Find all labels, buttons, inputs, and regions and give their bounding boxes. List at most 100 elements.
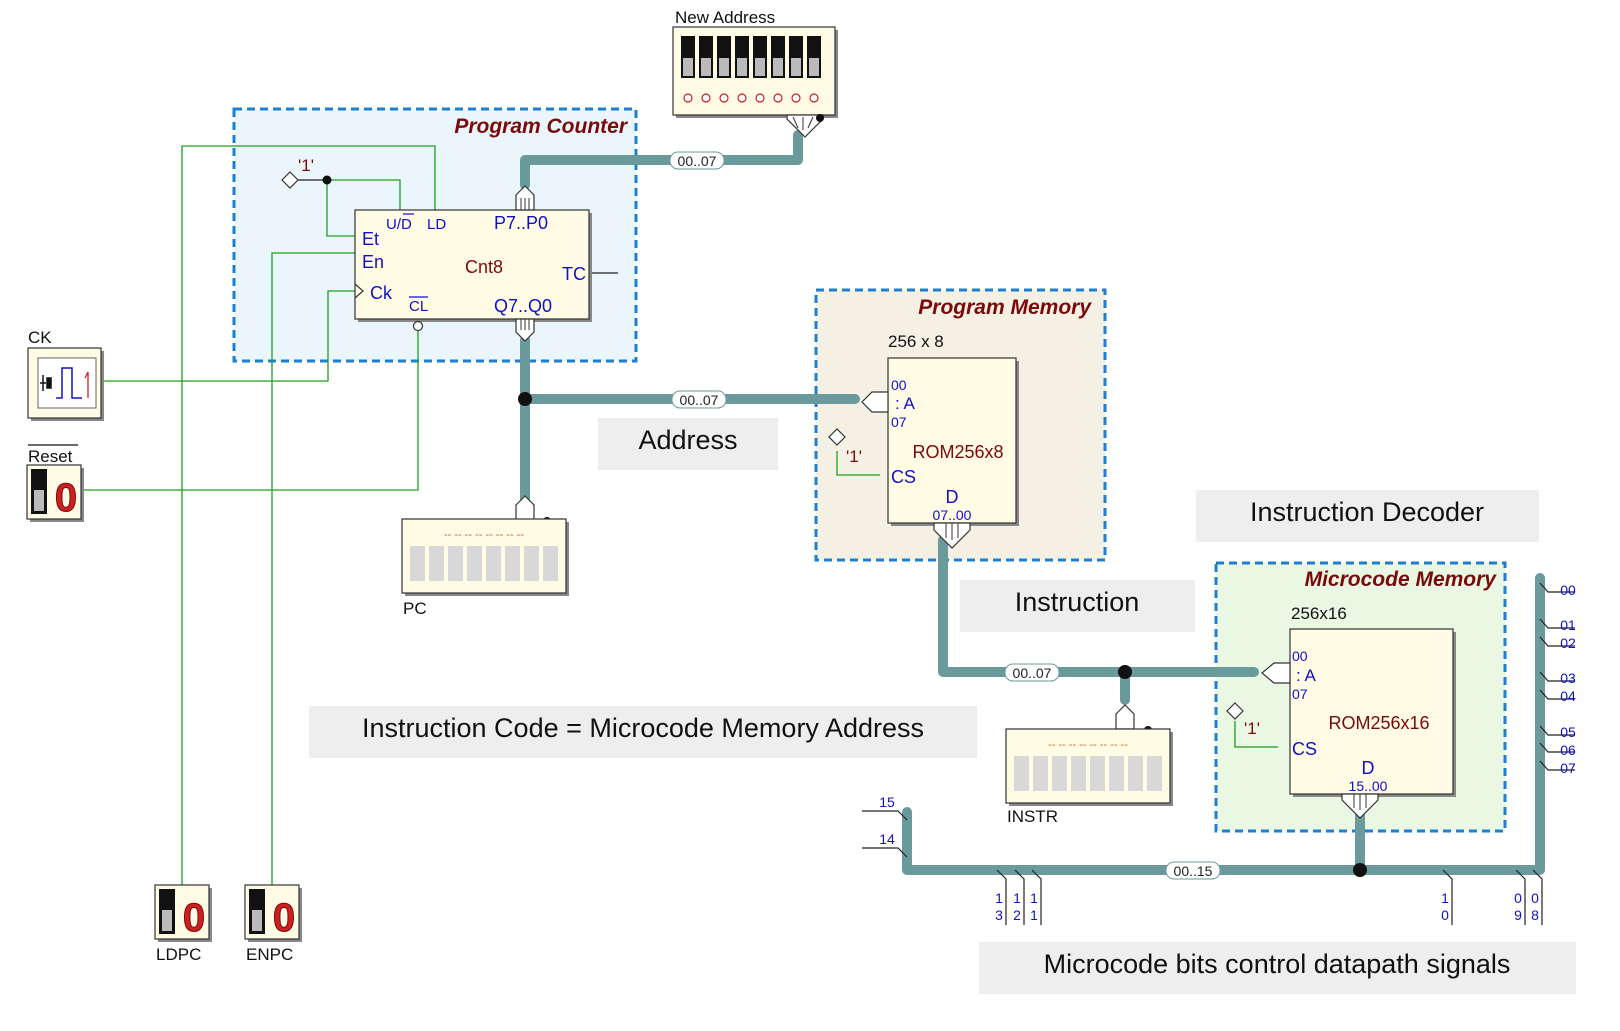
reset-wire[interactable] bbox=[84, 330, 419, 491]
new-address-label: New Address bbox=[675, 8, 775, 27]
new-address-connector bbox=[786, 114, 824, 138]
rom1-cs: CS bbox=[891, 467, 916, 487]
reset-label: Reset bbox=[28, 447, 73, 466]
enpc-label: ENPC bbox=[246, 945, 293, 964]
rom1-const-diamond bbox=[828, 428, 846, 446]
tap-11-digit-b: 1 bbox=[1030, 907, 1038, 923]
rom2-cs: CS bbox=[1292, 739, 1317, 759]
dip-switch-levers[interactable] bbox=[681, 36, 821, 78]
instruction-code-caption: Instruction Code = Microcode Memory Addr… bbox=[362, 713, 924, 743]
const-one-diamond bbox=[281, 171, 299, 189]
rom1-name: ROM256x8 bbox=[912, 442, 1003, 462]
counter-cnt8[interactable] bbox=[354, 209, 590, 320]
counter-pin-q: Q7..Q0 bbox=[494, 296, 552, 316]
tap-label-04: 04 bbox=[1560, 688, 1576, 704]
tap-label-14: 14 bbox=[879, 831, 895, 847]
rom1-d: D bbox=[946, 487, 959, 507]
tap-label-07: 07 bbox=[1560, 760, 1576, 776]
ud-wire[interactable] bbox=[327, 179, 401, 210]
counter-pin-ck: Ck bbox=[370, 283, 393, 303]
instruction-bus-label: 00..07 bbox=[1013, 665, 1052, 681]
bus-labels: 00..07 00..07 00..07 00..15 bbox=[669, 151, 1221, 880]
right-tap-stubs bbox=[1539, 582, 1575, 771]
rom2-a-mid: : A bbox=[1296, 666, 1317, 685]
square-wave-icon bbox=[56, 367, 82, 399]
reset-value: 0 bbox=[55, 476, 77, 520]
right-tap-labels: 00 01 02 03 04 05 06 07 bbox=[1560, 582, 1576, 776]
rom1-cs-wire bbox=[836, 451, 880, 476]
rom1-a-bot: 07 bbox=[891, 414, 907, 430]
crystal-icon bbox=[40, 375, 52, 391]
const-one-junction bbox=[322, 175, 332, 185]
tap-13-digit-a: 1 bbox=[995, 890, 1003, 906]
address-bus-label: 00..07 bbox=[680, 392, 719, 408]
control-wires bbox=[84, 145, 436, 885]
tap-label-01: 01 bbox=[1560, 617, 1576, 633]
counter-pin-en: En bbox=[362, 252, 384, 272]
tap-08-digit-a: 0 bbox=[1531, 890, 1539, 906]
rom2-size: 256x16 bbox=[1291, 604, 1347, 623]
tap-09-digit-b: 9 bbox=[1514, 907, 1522, 923]
rom2-cs-wire bbox=[1234, 721, 1278, 748]
tap-label-15: 15 bbox=[879, 794, 895, 810]
rom2-address-connector bbox=[1261, 662, 1291, 684]
instruction-caption: Instruction bbox=[1015, 587, 1140, 617]
tap-08-digit-b: 8 bbox=[1531, 907, 1539, 923]
tap-12-digit-a: 1 bbox=[1013, 890, 1021, 906]
en-wire[interactable] bbox=[271, 252, 357, 885]
counter-pin-tc: TC bbox=[562, 264, 586, 284]
left-tap-stubs bbox=[862, 810, 908, 858]
tap-13-digit-b: 3 bbox=[995, 907, 1003, 923]
counter-name: Cnt8 bbox=[465, 257, 503, 277]
new-address-bus-label: 00..07 bbox=[678, 153, 717, 169]
const-one-label: '1' bbox=[298, 156, 314, 175]
rom256x8[interactable] bbox=[887, 357, 1017, 524]
instruction-bus[interactable] bbox=[938, 535, 1259, 677]
tap-label-05: 05 bbox=[1560, 724, 1576, 740]
microcode-bus[interactable] bbox=[902, 573, 1545, 875]
address-junction bbox=[518, 392, 532, 406]
program-counter-title: Program Counter bbox=[454, 115, 629, 138]
microcode-bits-caption: Microcode bits control datapath signals bbox=[1044, 949, 1511, 979]
new-address-bus[interactable] bbox=[520, 130, 803, 190]
instruction-caption-box bbox=[960, 580, 1195, 632]
microcode-bits-caption-box bbox=[979, 942, 1576, 994]
ck-wire[interactable] bbox=[103, 290, 357, 382]
ld-wire[interactable] bbox=[181, 145, 436, 885]
tap-label-03: 03 bbox=[1560, 670, 1576, 686]
rising-edge-icon bbox=[84, 371, 89, 398]
pc-label: PC bbox=[403, 599, 427, 618]
tap-11-digit-a: 1 bbox=[1030, 890, 1038, 906]
new-address-pin-dot bbox=[816, 114, 824, 122]
rom2-a-top: 00 bbox=[1292, 648, 1308, 664]
ldpc-label: LDPC bbox=[156, 945, 201, 964]
bottom-tap-labels: 1 3 1 2 1 1 1 0 0 9 0 8 bbox=[995, 890, 1539, 923]
rom256x16[interactable] bbox=[1289, 628, 1454, 795]
program-memory-title: Program Memory bbox=[918, 296, 1092, 319]
ldpc-value: 0 bbox=[183, 896, 205, 940]
microcode-junction bbox=[1353, 863, 1367, 877]
rom2-name: ROM256x16 bbox=[1328, 713, 1429, 733]
enpc-value: 0 bbox=[273, 896, 295, 940]
instruction-decoder-caption: Instruction Decoder bbox=[1250, 497, 1484, 527]
pc-display-dashes: -- -- -- -- -- -- -- -- bbox=[444, 529, 524, 541]
tap-label-00: 00 bbox=[1560, 582, 1576, 598]
counter-pin-ld: LD bbox=[427, 216, 446, 233]
instruction-decoder-caption-box bbox=[1196, 490, 1539, 542]
instr-display-dashes: -- -- -- -- -- -- -- -- bbox=[1048, 739, 1128, 751]
instr-display-segments bbox=[1014, 756, 1162, 791]
counter-pin-et: Et bbox=[362, 229, 379, 249]
tap-10-digit-a: 1 bbox=[1441, 890, 1449, 906]
rom1-address-connector bbox=[861, 391, 889, 413]
cl-inversion-bubble bbox=[412, 320, 424, 332]
rom2-const-label: '1' bbox=[1244, 719, 1260, 738]
rom1-d-range: 07..00 bbox=[933, 507, 972, 523]
tap-09-digit-a: 0 bbox=[1514, 890, 1522, 906]
rom1-a-top: 00 bbox=[891, 377, 907, 393]
tap-12-digit-b: 2 bbox=[1013, 907, 1021, 923]
bottom-tap-stubs bbox=[996, 869, 1543, 925]
rom1-size: 256 x 8 bbox=[888, 332, 944, 351]
et-wire[interactable] bbox=[326, 180, 357, 237]
pc-display-segments bbox=[410, 546, 558, 581]
